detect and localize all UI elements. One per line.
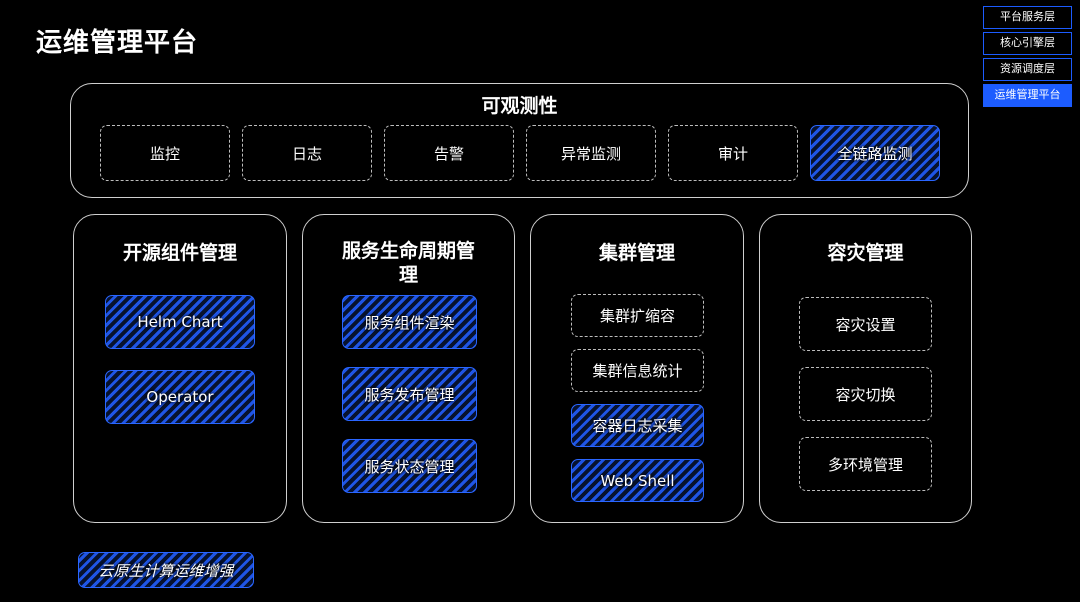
lifecycle-item-label: 服务发布管理 (364, 385, 455, 404)
observability-item-label: 异常监测 (560, 144, 621, 163)
cluster-title: 集群管理 (598, 242, 675, 264)
cluster-item-label: 集群扩缩容 (599, 307, 675, 325)
open-source-panel: 开源组件管理 Helm Chart Operator (73, 214, 287, 523)
observability-item-label: 全链路监测 (837, 144, 913, 163)
observability-item-monitoring: 监控 (100, 125, 230, 181)
observability-item-label: 审计 (717, 144, 748, 163)
observability-item-full-trace: 全链路监测 (810, 125, 940, 181)
layer-nav-item-ops-platform[interactable]: 运维管理平台 (983, 84, 1072, 107)
lifecycle-item-label: 服务状态管理 (364, 457, 455, 476)
layer-nav-item-core-engine[interactable]: 核心引擎层 (983, 32, 1072, 55)
lifecycle-item-label: 服务组件渲染 (364, 313, 455, 332)
disaster-item-label: 容灾设置 (835, 315, 896, 334)
open-source-item-helm-chart: Helm Chart (105, 295, 255, 349)
lifecycle-title: 服务生命周期管 理 (303, 239, 514, 287)
layer-nav: 平台服务层 核心引擎层 资源调度层 运维管理平台 (983, 6, 1072, 107)
disaster-item-label: 多环境管理 (827, 455, 903, 474)
open-source-item-operator: Operator (105, 370, 255, 424)
page-title: 运维管理平台 (36, 28, 199, 58)
cluster-panel: 集群管理 集群扩缩容 集群信息统计 容器日志采集 Web Shell (530, 214, 744, 523)
lifecycle-title-line2: 理 (398, 264, 418, 286)
open-source-item-label: Operator (146, 388, 214, 406)
disaster-item-settings: 容灾设置 (799, 297, 932, 351)
observability-item-label: 监控 (149, 144, 180, 163)
observability-item-alerts: 告警 (384, 125, 514, 181)
observability-panel: 可观测性 监控 日志 告警 异常监测 审计 全链路监测 (70, 83, 969, 198)
cluster-item-log-collection: 容器日志采集 (571, 404, 704, 447)
disaster-item-label: 容灾切换 (835, 385, 896, 404)
disaster-title: 容灾管理 (827, 242, 904, 264)
cluster-item-scaling: 集群扩缩容 (571, 294, 704, 337)
cluster-item-label: 集群信息统计 (592, 362, 683, 380)
lifecycle-item-release-management: 服务发布管理 (342, 367, 477, 421)
cluster-item-statistics: 集群信息统计 (571, 349, 704, 392)
cluster-item-label: 容器日志采集 (592, 417, 683, 435)
lifecycle-title-line1: 服务生命周期管 (341, 240, 475, 262)
legend-cloud-native-enhancement: 云原生计算运维增强 (78, 552, 254, 588)
lifecycle-item-component-render: 服务组件渲染 (342, 295, 477, 349)
open-source-item-label: Helm Chart (137, 313, 223, 331)
lifecycle-item-status-management: 服务状态管理 (342, 439, 477, 493)
cluster-item-label: Web Shell (600, 471, 675, 490)
open-source-title: 开源组件管理 (122, 242, 237, 264)
disaster-item-multi-env: 多环境管理 (799, 437, 932, 491)
cluster-item-web-shell: Web Shell (571, 459, 704, 502)
disaster-item-switchover: 容灾切换 (799, 367, 932, 421)
observability-item-label: 告警 (433, 144, 464, 163)
legend-label: 云原生计算运维增强 (98, 561, 234, 580)
layer-nav-item-platform-service[interactable]: 平台服务层 (983, 6, 1072, 29)
observability-item-logs: 日志 (242, 125, 372, 181)
layer-nav-item-resource-scheduling[interactable]: 资源调度层 (983, 58, 1072, 81)
observability-item-label: 日志 (291, 144, 322, 163)
observability-item-anomaly-detection: 异常监测 (526, 125, 656, 181)
lifecycle-panel: 服务生命周期管 理 服务组件渲染 服务发布管理 服务状态管理 (302, 214, 515, 523)
observability-title: 可观测性 (481, 95, 558, 117)
observability-item-audit: 审计 (668, 125, 798, 181)
disaster-panel: 容灾管理 容灾设置 容灾切换 多环境管理 (759, 214, 972, 523)
